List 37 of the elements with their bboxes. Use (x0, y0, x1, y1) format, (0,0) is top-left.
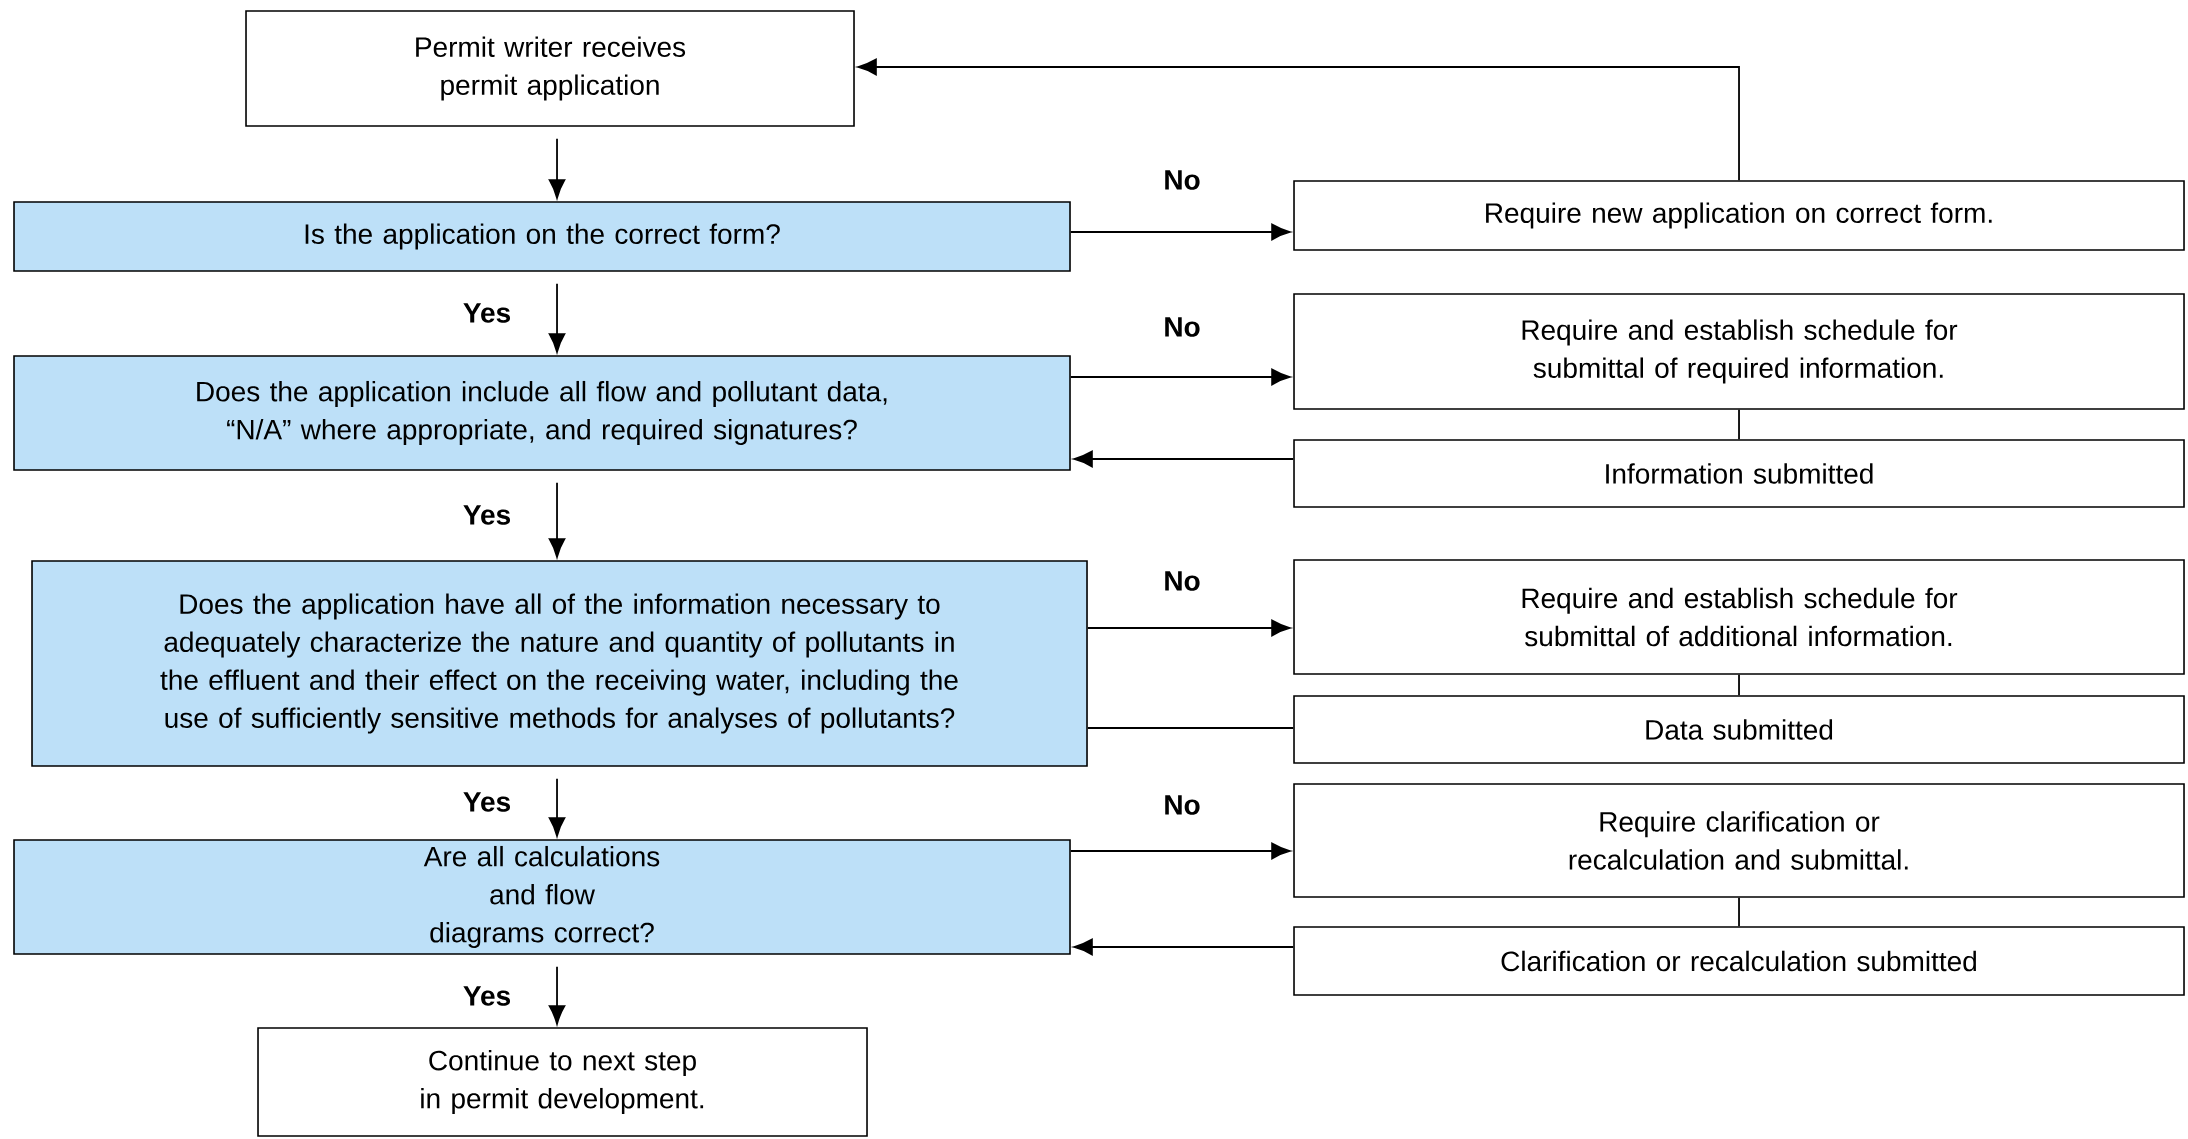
arrow (548, 1005, 566, 1025)
process-box: Information submitted (1293, 439, 2185, 508)
connector-line (1738, 673, 1740, 697)
process-box: Permit writer receives permit application (245, 10, 855, 127)
process-box: Clarification or recalculation submitted (1293, 926, 2185, 996)
edge-label: No (1165, 795, 1200, 815)
decision-box: Does the application have all of the information necessary to adequately characterize the nature and quantity of pollutants in the effluent and their effect on the receiving water, including the use of sufficiently sensitive methods for analyses of pollutants? (31, 560, 1088, 767)
process-box: Require and establish schedule for submittal of additional information. (1293, 559, 2185, 675)
edge-label: Yes (463, 303, 510, 323)
decision-box: Is the application on the correct form? (13, 201, 1071, 272)
connector-line (1738, 408, 1740, 441)
arrow (548, 538, 566, 558)
arrow (1069, 223, 1291, 241)
edge-label: Yes (463, 986, 510, 1006)
arrow (1073, 938, 1295, 956)
connector-line (1738, 896, 1740, 928)
arrow (548, 179, 566, 199)
edge-label: No (1165, 571, 1200, 591)
arrow (548, 817, 566, 837)
arrow (548, 333, 566, 353)
process-box: Continue to next step in permit development. (257, 1027, 868, 1137)
decision-box: Are all calculations and flow diagrams correct? (13, 839, 1071, 955)
process-box: Require new application on correct form. (1293, 180, 2185, 251)
process-box: Require and establish schedule for submittal of required information. (1293, 293, 2185, 410)
edge-label: No (1165, 170, 1200, 190)
arrow (857, 58, 1740, 182)
edge-label: Yes (463, 505, 510, 525)
edge-label: No (1165, 317, 1200, 337)
arrow (1086, 619, 1291, 637)
decision-box: Does the application include all flow and pollutant data, “N/A” where appropriate, and required signatures? (13, 355, 1071, 471)
connector-line (1086, 727, 1295, 729)
process-box: Data submitted (1293, 695, 2185, 764)
process-box: Require clarification or recalculation and submittal. (1293, 783, 2185, 898)
arrow (1069, 368, 1291, 386)
edge-label: Yes (463, 792, 510, 812)
arrow (1069, 842, 1291, 860)
arrow (1073, 450, 1295, 468)
